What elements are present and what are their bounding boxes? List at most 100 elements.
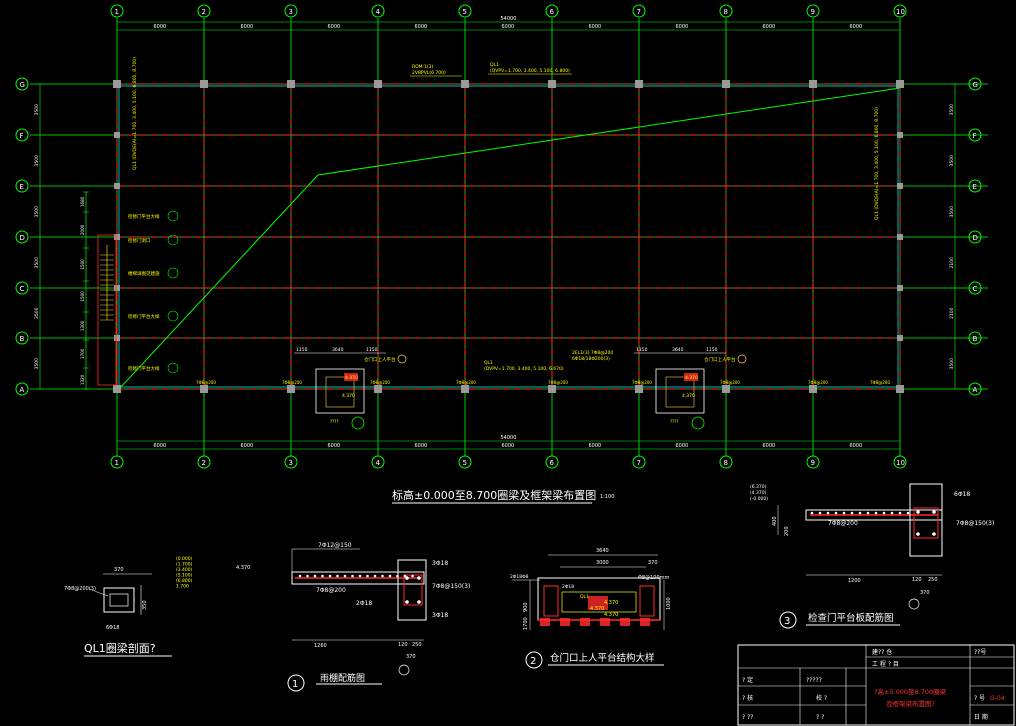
rebar-dot	[417, 576, 421, 580]
axis-label-5: 5	[463, 8, 467, 16]
door-dim: 1150	[366, 347, 378, 353]
axis-bubble	[719, 4, 733, 18]
plan-scale: 1:100	[600, 494, 614, 500]
d2-title: 仓门口上人平台结构大样	[550, 652, 655, 664]
axis-bubble	[632, 455, 646, 469]
tb-drawing-name-2: 及框架梁布置图?	[886, 699, 935, 708]
door-tag: ????	[670, 419, 679, 424]
rebar-dot	[405, 576, 409, 580]
tb-row-mid-1: 校 ?	[816, 694, 827, 702]
axis-bubble	[15, 77, 29, 91]
dim-bay: 6000	[502, 24, 515, 30]
rebar-dot	[411, 574, 414, 578]
d1-label-4: 2Φ18	[356, 600, 372, 607]
axis-bubble	[284, 455, 298, 469]
dim-bay: 6000	[241, 24, 254, 30]
axis-bubble	[284, 4, 298, 18]
axis-label-4: 4	[376, 459, 381, 467]
rebar-dot	[298, 574, 302, 578]
stair-dim: 1500	[80, 259, 85, 270]
dim-right-bay: 3500	[949, 104, 955, 116]
dim-bay: 6000	[850, 443, 863, 449]
d2-title-num: 2	[530, 656, 536, 667]
door-note-mid2-b: 6Φ18/18Φ200(3)	[572, 356, 610, 362]
axis-bubble	[15, 281, 29, 295]
d2-block	[640, 618, 650, 626]
column	[374, 385, 382, 393]
beam-tag: 7Φ8@200	[370, 380, 390, 385]
axis-label-D: D	[20, 234, 25, 242]
rebar-dot	[381, 574, 384, 578]
stair-dim: 2000	[80, 224, 85, 235]
dim-bay: 6000	[328, 443, 341, 449]
d1-dim-3: 370	[406, 654, 416, 660]
axis-label-8: 8	[724, 8, 728, 16]
axis-label-D: D	[973, 234, 978, 242]
tb-sheet-val: G-04	[990, 695, 1005, 702]
door-label: 仓门口上人平台	[704, 356, 736, 363]
beam-tag: 7Φ8@200	[870, 380, 890, 385]
beam-tag: 7Φ8@200	[456, 380, 476, 385]
d3-level: (6.370)	[750, 484, 767, 490]
d3-level: (-0.000)	[750, 496, 768, 502]
axis-bubble	[545, 455, 559, 469]
stair-dim: 1300	[80, 320, 85, 331]
column	[114, 132, 120, 138]
rebar-dot	[396, 574, 399, 578]
ql1-title: QL1圈梁剖面?	[84, 641, 156, 655]
door-note-mid-a: QL1	[484, 360, 493, 366]
axis-bubble	[545, 4, 559, 18]
rebar-dot	[405, 600, 409, 604]
axis-bubble	[110, 4, 124, 18]
dim-left-bay: 3500	[34, 206, 40, 218]
door-inner	[665, 376, 695, 408]
column	[897, 132, 903, 138]
d2-block	[620, 618, 630, 626]
beam-tag: 7Φ8@200	[282, 380, 302, 385]
rebar-dot	[417, 600, 421, 604]
axis-label-B: B	[20, 335, 25, 343]
column	[897, 234, 903, 240]
column	[809, 385, 817, 393]
tb-sheet-no: ? 号	[974, 695, 985, 702]
column	[114, 335, 120, 341]
column	[287, 385, 295, 393]
rebar-dot	[306, 574, 309, 578]
axis-bubble	[458, 455, 472, 469]
axis-label-1: 1	[115, 459, 119, 467]
d2-label-2: QL1	[580, 594, 589, 600]
ql1-level: (3.400)	[176, 567, 193, 573]
dim-right-bay: 3500	[949, 358, 955, 370]
ql1-level: (1.700)	[176, 562, 193, 568]
stair-dim: 1700	[80, 348, 85, 359]
door-level-2: 4.370	[342, 393, 355, 399]
rebar-dot	[351, 574, 354, 578]
d3-label-2: 7Φ8@200	[828, 520, 858, 527]
tb-design-no: ??号	[974, 649, 986, 656]
left-label-bubble	[167, 210, 179, 222]
axis-label-3: 3	[289, 459, 293, 467]
axis-label-2: 2	[202, 459, 206, 467]
left-label-0: 检修门平台大样	[128, 213, 160, 220]
beam-tag: 7Φ8@200	[548, 380, 568, 385]
axis-bubble	[719, 455, 733, 469]
left-label-bubble	[167, 267, 179, 279]
rebar-dot	[842, 511, 846, 515]
dim-right-bay: 2100	[949, 307, 955, 319]
d1-label-0: 3Φ18	[432, 560, 448, 567]
ql1-label-right: 6Φ18	[106, 625, 119, 631]
axis-label-7: 7	[637, 8, 641, 16]
ql1-label-left: 7Φ8@200(3)	[64, 586, 96, 592]
axis-label-6: 6	[550, 459, 555, 467]
axis-bubble	[15, 382, 29, 396]
d2-label-4: 4.370	[590, 606, 604, 612]
column	[200, 385, 208, 393]
axis-bubble	[968, 77, 982, 91]
d1-label-3: 7Φ8@200	[316, 587, 346, 594]
axis-label-A: A	[20, 386, 25, 394]
axis-bubble	[458, 4, 472, 18]
door-level-box	[684, 373, 698, 381]
door-label: 仓门口上人平台	[364, 356, 396, 363]
